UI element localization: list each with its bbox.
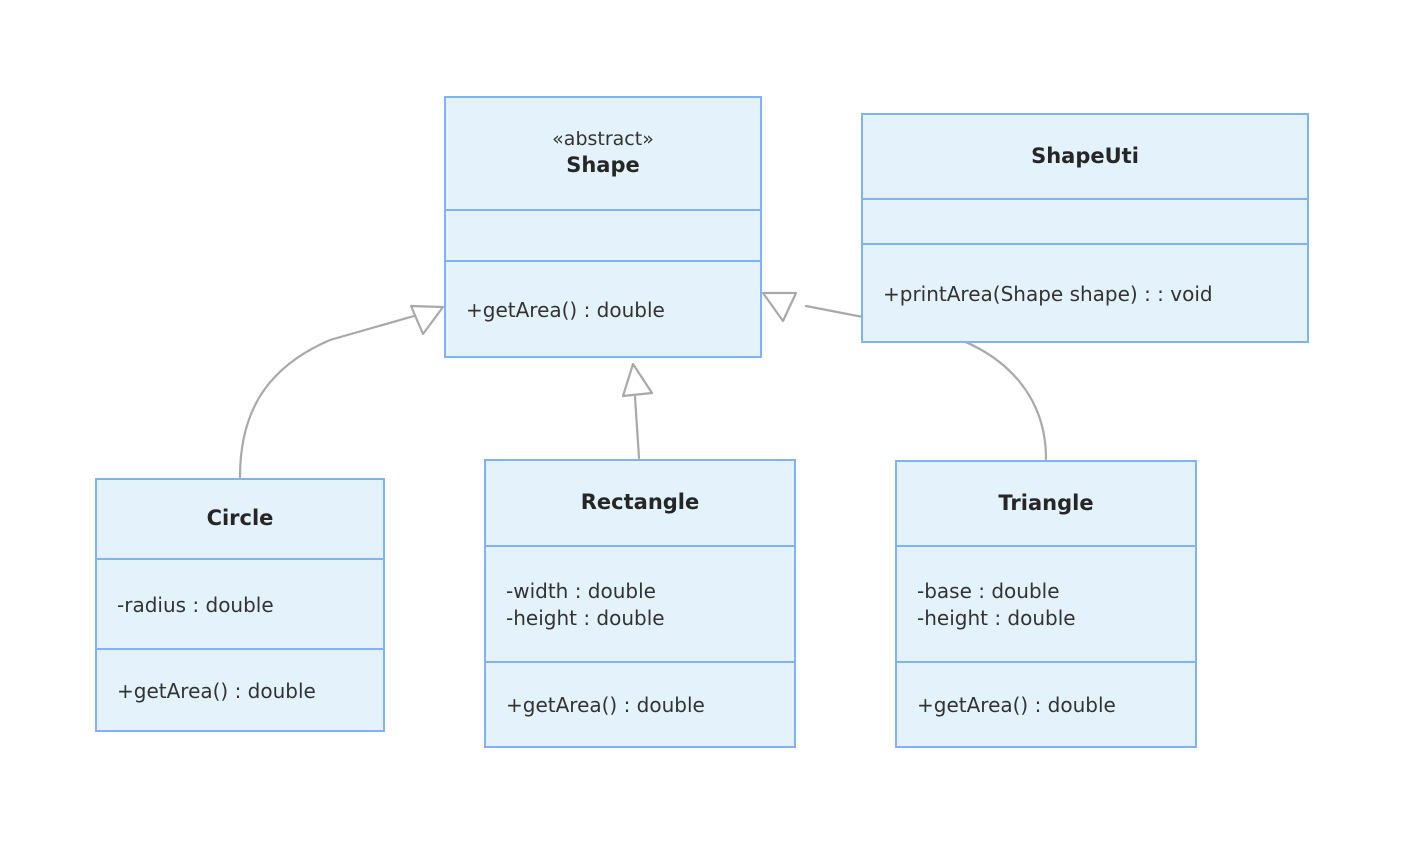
class-method: +getArea() : double bbox=[917, 693, 1116, 717]
class-header-triangle: Triangle bbox=[897, 462, 1195, 545]
class-header-shape: «abstract» Shape bbox=[446, 98, 760, 209]
class-header-circle: Circle bbox=[97, 480, 383, 558]
class-attribute: -width : double bbox=[506, 579, 656, 603]
class-attribute: -height : double bbox=[917, 606, 1076, 630]
class-name: Circle bbox=[206, 506, 274, 531]
class-box-rectangle[interactable]: Rectangle -width : double -height : doub… bbox=[484, 459, 796, 748]
class-header-rectangle: Rectangle bbox=[486, 461, 794, 545]
class-methods-rectangle: +getArea() : double bbox=[486, 661, 794, 746]
class-box-shapeutil[interactable]: ShapeUti +printArea(Shape shape) : : voi… bbox=[861, 113, 1309, 343]
class-method: +getArea() : double bbox=[466, 297, 665, 322]
class-attributes-circle: -radius : double bbox=[97, 558, 383, 648]
class-header-shapeutil: ShapeUti bbox=[863, 115, 1307, 198]
class-attribute: -height : double bbox=[506, 606, 665, 630]
class-attributes-shapeutil bbox=[863, 198, 1307, 243]
class-attributes-shape bbox=[446, 209, 760, 260]
class-methods-shape: +getArea() : double bbox=[446, 260, 760, 356]
generalization-circle-to-shape bbox=[238, 304, 445, 479]
class-methods-circle: +getArea() : double bbox=[97, 648, 383, 730]
class-attribute: -base : double bbox=[917, 579, 1060, 603]
generalization-rectangle-to-shape bbox=[621, 362, 654, 460]
class-attributes-rectangle: -width : double -height : double bbox=[486, 545, 794, 661]
class-method: +getArea() : double bbox=[117, 678, 316, 703]
class-stereotype: «abstract» bbox=[552, 127, 654, 150]
class-methods-shapeutil: +printArea(Shape shape) : : void bbox=[863, 243, 1307, 341]
class-name: ShapeUti bbox=[1031, 143, 1139, 168]
class-name: Rectangle bbox=[580, 490, 700, 515]
class-box-shape[interactable]: «abstract» Shape +getArea() : double bbox=[444, 96, 762, 358]
class-box-triangle[interactable]: Triangle -base : double -height : double… bbox=[895, 460, 1197, 748]
class-attribute: -radius : double bbox=[117, 592, 274, 617]
class-name: Shape bbox=[566, 152, 640, 177]
class-name: Triangle bbox=[998, 490, 1094, 515]
class-method: +getArea() : double bbox=[506, 693, 705, 717]
class-attributes-triangle: -base : double -height : double bbox=[897, 545, 1195, 661]
class-methods-triangle: +getArea() : double bbox=[897, 661, 1195, 746]
class-box-circle[interactable]: Circle -radius : double +getArea() : dou… bbox=[95, 478, 385, 732]
class-method: +printArea(Shape shape) : : void bbox=[883, 281, 1213, 306]
